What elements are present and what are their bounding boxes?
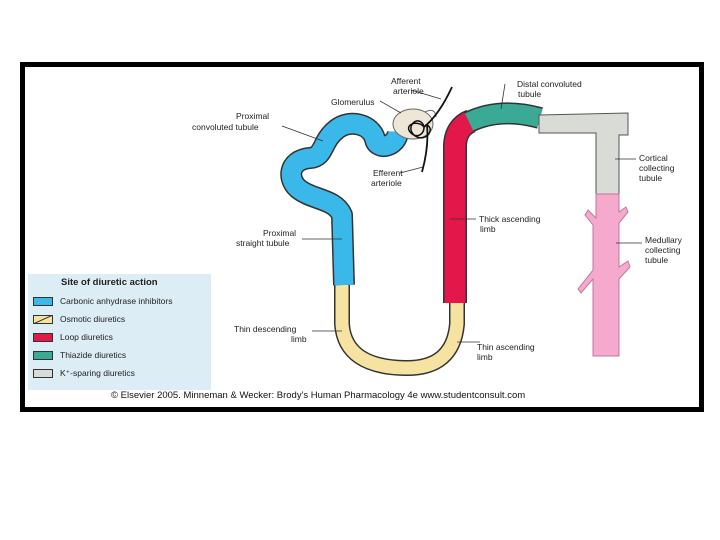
label-cortical-1: Cortical: [639, 153, 668, 163]
label-glomerulus: Glomerulus: [331, 97, 374, 107]
legend-item: K⁺-sparing diuretics: [33, 368, 211, 380]
proximal-tubule: [281, 114, 408, 286]
label-proximal-convoluted-1: Proximal: [236, 111, 269, 121]
legend-title: Site of diuretic action: [61, 277, 158, 288]
medullary-collecting-tubule: [577, 193, 631, 357]
label-proximal-straight-2: straight tubule: [236, 238, 290, 248]
label-afferent-1: Afferent: [391, 76, 421, 86]
label-medullary-1: Medullary: [645, 235, 683, 245]
label-distal-1: Distal convoluted: [517, 79, 582, 89]
nephron-diagram: Afferent arteriole Glomerulus Proximal c…: [192, 76, 683, 377]
legend-label: Carbonic anhydrase inhibitors: [60, 296, 173, 306]
legend-label: Osmotic diuretics: [60, 314, 126, 324]
copyright-line: © Elsevier 2005. Minneman & Wecker: Brod…: [111, 390, 526, 401]
figure-frame: Afferent arteriole Glomerulus Proximal c…: [20, 62, 704, 412]
legend-item: Loop diuretics: [33, 332, 211, 344]
osmotic-swatch-diagonal: [34, 316, 52, 323]
label-proximal-convoluted-2: convoluted tubule: [192, 122, 259, 132]
label-thin-ascending-2: limb: [477, 352, 493, 362]
label-proximal-straight-1: Proximal: [263, 228, 296, 238]
thin-loop-limb-fill: [335, 267, 464, 375]
label-afferent-2: arteriole: [393, 86, 424, 96]
distal-tubule: [464, 103, 543, 131]
label-thick-ascending-1: Thick ascending: [479, 214, 541, 224]
label-cortical-3: tubule: [639, 173, 662, 183]
leader-afferent: [410, 89, 442, 100]
label-thin-ascending-1: Thin ascending: [477, 342, 535, 352]
legend: Site of diuretic action Carbonic anhydra…: [28, 274, 211, 390]
thick-ascending-limb: [444, 111, 476, 303]
legend-label: Thiazide diuretics: [60, 350, 127, 360]
leader-glomerulus: [379, 100, 402, 114]
leader-efferent: [399, 166, 424, 174]
legend-label: K⁺-sparing diuretics: [60, 368, 135, 378]
label-medullary-3: tubule: [645, 255, 668, 265]
label-thick-ascending-2: limb: [480, 224, 496, 234]
legend-label: Loop diuretics: [60, 332, 113, 342]
legend-swatch-thiazide: [33, 351, 53, 360]
legend-swatch-carbonic: [33, 297, 53, 306]
leader-proximal-convoluted: [281, 125, 324, 142]
label-medullary-2: collecting: [645, 245, 681, 255]
figure-panel: Afferent arteriole Glomerulus Proximal c…: [25, 67, 699, 407]
legend-swatch-loop: [33, 333, 53, 342]
label-thin-descending-1: Thin descending: [234, 324, 297, 334]
efferent-arteriole: [421, 124, 429, 173]
leader-distal: [500, 83, 506, 110]
legend-item: Carbonic anhydrase inhibitors: [33, 296, 211, 308]
label-distal-2: tubule: [518, 89, 541, 99]
legend-item: Thiazide diuretics: [33, 350, 211, 362]
label-thin-descending-2: limb: [291, 334, 307, 344]
legend-item: Osmotic diuretics: [33, 314, 211, 326]
afferent-arteriole: [423, 86, 453, 128]
legend-swatch-k-sparing: [33, 369, 53, 378]
legend-swatch-osmotic: [33, 315, 53, 324]
label-efferent-2: arteriole: [371, 178, 402, 188]
cortical-collecting-tubule: [538, 112, 629, 195]
glomerular-capillary-tuft: [407, 120, 431, 139]
label-cortical-2: collecting: [639, 163, 675, 173]
leader-lines: [281, 83, 642, 343]
label-efferent-1: Efferent: [373, 168, 403, 178]
